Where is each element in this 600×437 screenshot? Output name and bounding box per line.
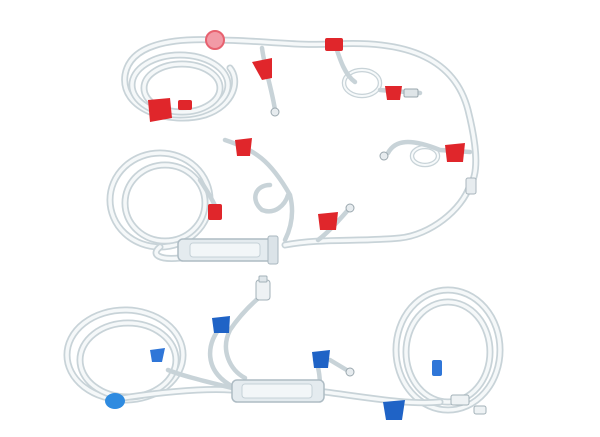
slide-clamp-icon	[212, 316, 230, 333]
luer-connector-icon	[432, 360, 442, 376]
slide-clamp-icon	[235, 138, 252, 156]
luer-connector-icon	[345, 367, 355, 377]
luer-connector-icon	[255, 275, 271, 301]
branch-line	[223, 292, 265, 381]
injection-port-icon	[105, 393, 125, 409]
luer-connector-icon	[270, 107, 280, 117]
luer-connector-icon	[208, 204, 222, 220]
tubing-coil-bottom-right	[392, 286, 504, 414]
slide-clamp-icon	[252, 58, 272, 80]
slide-clamp-icon	[318, 212, 338, 230]
luer-connector-icon	[465, 177, 477, 195]
injection-port-icon	[205, 30, 225, 50]
tubing-coil-bottom-left	[63, 306, 187, 404]
slide-clamp-icon	[385, 86, 402, 100]
venous-bloodline-set	[63, 275, 504, 420]
luer-connector-icon	[403, 88, 419, 98]
slide-clamp-icon	[150, 348, 165, 362]
luer-connector-icon	[379, 151, 389, 161]
branch-line	[165, 367, 235, 391]
tubing-coil-right	[385, 139, 473, 168]
luer-connector-icon	[325, 38, 343, 51]
slide-clamp-icon	[312, 350, 330, 368]
slide-clamp-icon	[445, 143, 465, 162]
luer-connector-icon	[178, 100, 192, 110]
luer-connector-icon	[345, 203, 355, 213]
slide-clamp-icon	[148, 98, 172, 122]
luer-connector-icon	[473, 405, 487, 415]
tubing-coil-top-left	[121, 36, 239, 122]
arterial-bloodline-set	[106, 30, 480, 265]
drip-chamber-top	[177, 235, 279, 265]
branch-line	[259, 45, 278, 113]
luer-connector-icon	[450, 394, 470, 406]
branch-line	[253, 182, 291, 214]
drip-chamber-bottom	[231, 379, 325, 403]
slide-clamp-icon	[383, 400, 405, 420]
